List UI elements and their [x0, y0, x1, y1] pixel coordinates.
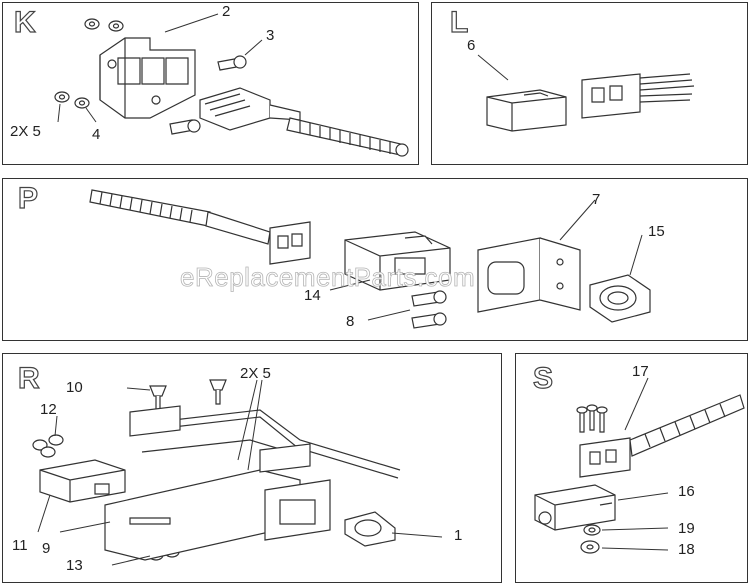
callout-9: 9 — [42, 540, 51, 557]
callout-2: 2 — [222, 3, 231, 20]
callout-18: 18 — [678, 541, 695, 558]
panel-letter-l: L — [449, 6, 469, 39]
connector-s — [580, 438, 630, 477]
panel-letter-s: S — [532, 362, 554, 395]
screws-p — [412, 291, 446, 328]
callout-16: 16 — [678, 483, 695, 500]
callout-2x5-r: 2X 5 — [240, 365, 271, 382]
callout-19: 19 — [678, 520, 695, 537]
rubber-boot-r — [345, 512, 395, 546]
watermark-text: eReplacementParts.com — [180, 262, 476, 293]
connector-housing-l — [487, 90, 566, 131]
relay-bracket-assembly — [100, 38, 195, 118]
panel-letter-r: R — [17, 362, 40, 395]
callout-2x5-k: 2X 5 — [10, 123, 41, 140]
mount-bracket-p — [478, 238, 580, 312]
washers-s — [581, 525, 600, 553]
screw-k — [170, 56, 246, 134]
washers-k — [55, 19, 123, 108]
connector-plug-l — [582, 74, 694, 118]
wire-conduit-s — [630, 395, 744, 456]
callout-17: 17 — [632, 363, 649, 380]
callout-12: 12 — [40, 401, 57, 418]
switch-s — [535, 485, 615, 530]
callout-10: 10 — [66, 379, 83, 396]
switch-bracket-r — [40, 460, 125, 502]
harness-connector-k — [200, 88, 300, 130]
rubber-boot-p — [590, 275, 650, 322]
callout-8: 8 — [346, 313, 355, 330]
switch-body-p — [345, 232, 450, 290]
leader-lines — [38, 14, 668, 565]
callout-14: 14 — [304, 287, 321, 304]
panel-s — [515, 353, 748, 583]
callout-13: 13 — [66, 557, 83, 574]
cover-plate-r — [265, 480, 330, 540]
plastic-rivets-r — [150, 380, 226, 410]
screws-s — [577, 405, 607, 432]
wire-conduit-k — [287, 118, 408, 156]
panel-letter-k: K — [13, 6, 36, 39]
callout-11: 11 — [12, 537, 28, 554]
wire-conduit-p — [90, 190, 270, 244]
upper-connector-r — [130, 406, 310, 472]
callout-15: 15 — [648, 223, 665, 240]
panel-letter-p: P — [17, 182, 39, 215]
callout-1: 1 — [454, 527, 463, 544]
callout-3: 3 — [266, 27, 275, 44]
connector-plug-p — [270, 222, 310, 264]
callout-4: 4 — [92, 126, 101, 143]
callout-6: 6 — [467, 37, 476, 54]
callout-7: 7 — [592, 191, 601, 208]
